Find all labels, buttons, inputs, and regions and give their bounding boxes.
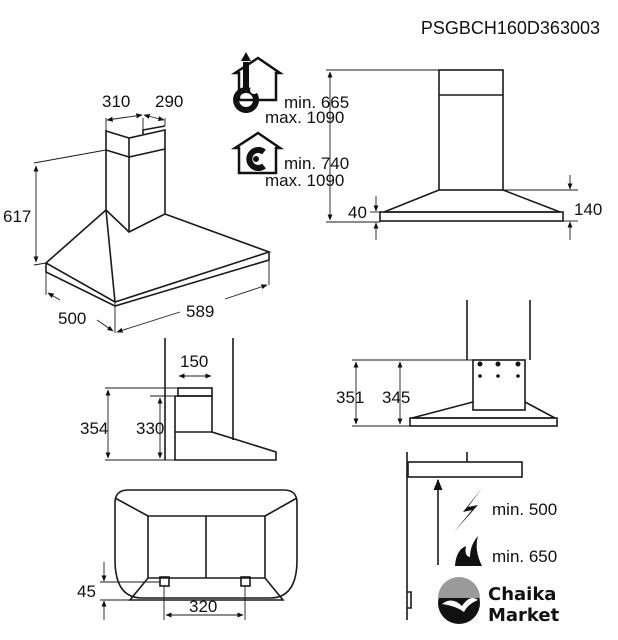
bracket-offset-label: 45 [77, 582, 96, 601]
recirculation-min-label: min. 740 [284, 154, 349, 173]
extraction-min-label: min. 665 [284, 93, 349, 112]
depth-dimension [47, 292, 61, 301]
width-dimension-right [224, 284, 268, 300]
height-label: 617 [3, 207, 31, 226]
electric-clearance-label: min. 500 [492, 500, 557, 519]
front-view-drawing [326, 69, 578, 223]
recirculation-max-label: max. 1090 [265, 171, 344, 190]
side-view-drawing [105, 338, 277, 461]
chimney-depth-dimension [143, 113, 165, 122]
bracket-inner-label: 345 [382, 388, 410, 407]
bracket-outer-label: 351 [336, 388, 364, 407]
clearance-drawing [406, 452, 523, 620]
side-inner-label: 330 [136, 419, 164, 438]
top-view-drawing [100, 489, 298, 620]
logo-text-line1: Chaika [488, 584, 556, 605]
model-code: PSGBCH160D363003 [421, 18, 600, 38]
chaika-market-logo: Chaika Market [438, 577, 560, 626]
extraction-max-label: max. 1090 [265, 108, 344, 127]
gas-clearance-label: min. 650 [492, 547, 557, 566]
width-label: 589 [186, 302, 214, 321]
gas-flame-icon [455, 536, 482, 566]
isometric-hood-drawing [33, 118, 272, 333]
width-dimension-left [116, 311, 181, 333]
chimney-width-dimension [106, 113, 143, 122]
chimney-width-label: 310 [102, 92, 130, 111]
logo-text-line2: Market [488, 605, 560, 626]
side-chimney-label: 150 [180, 352, 208, 371]
extraction-mode-house-icon [230, 52, 285, 113]
chimney-depth-label: 290 [155, 92, 183, 111]
bracket-spacing-label: 320 [189, 597, 217, 616]
electric-lightning-icon [454, 488, 482, 532]
base-height-label: 40 [348, 203, 367, 222]
recirculation-mode-house-icon [230, 131, 285, 175]
depth-dimension-arrow [96, 319, 114, 332]
canopy-height-label: 140 [574, 200, 602, 219]
side-total-label: 354 [80, 419, 108, 438]
depth-label: 500 [58, 309, 86, 328]
bracket-view-drawing [352, 300, 558, 427]
